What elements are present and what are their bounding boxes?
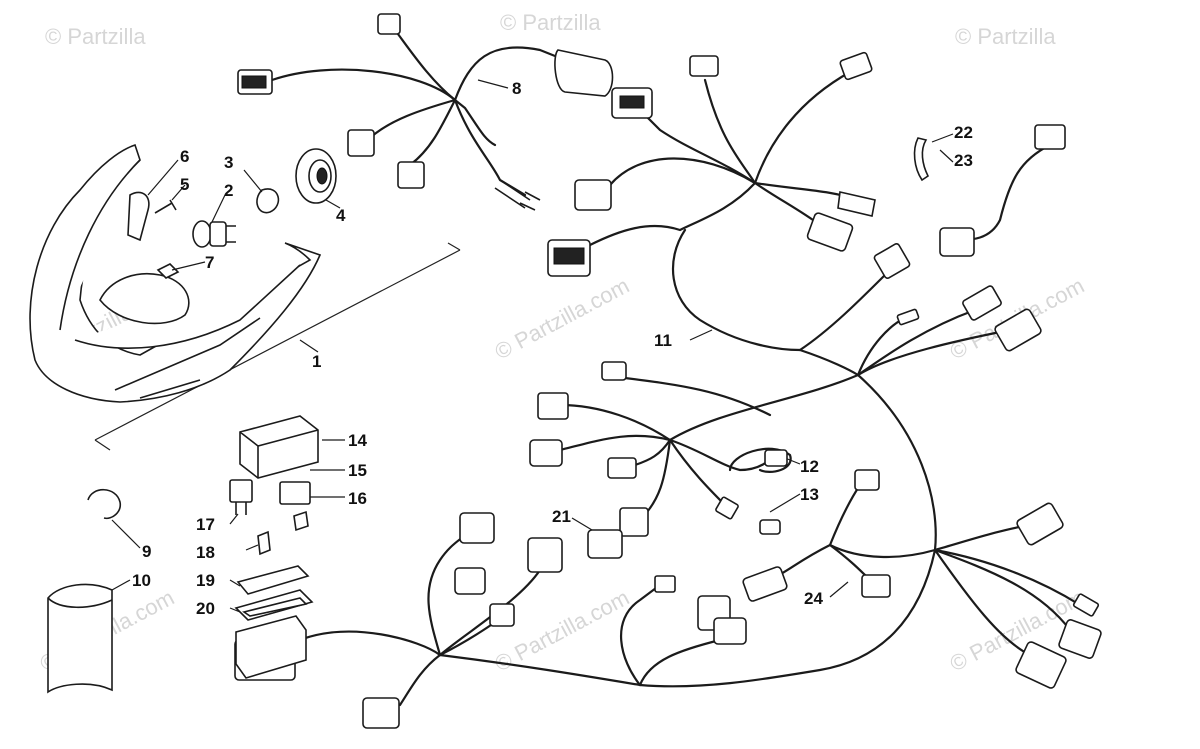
harness-8-connector-e (397, 161, 425, 189)
callout-20: 20 (196, 599, 215, 618)
reflector (99, 273, 190, 325)
micro-relay (279, 481, 311, 505)
callout-22: 22 (954, 123, 973, 142)
main-harness-connectors (234, 51, 1102, 729)
rubber-boot (295, 148, 337, 204)
callout-19: 19 (196, 571, 215, 590)
callout-24: 24 (804, 589, 823, 608)
screw (154, 199, 177, 214)
parts-9-10 (47, 488, 141, 694)
harness-8-connector-c (554, 49, 614, 97)
connector-23-top (1034, 124, 1066, 150)
callout-4: 4 (336, 206, 346, 225)
callout-17: 17 (196, 515, 215, 534)
fuse-block (235, 615, 307, 679)
fuse (257, 530, 271, 556)
harness-8-terminals (494, 179, 541, 211)
callout-14: 14 (348, 431, 367, 450)
callout-5: 5 (180, 175, 189, 194)
callout-1: 1 (312, 352, 321, 371)
sleeve (47, 583, 113, 694)
callout-6: 6 (180, 147, 189, 166)
headlight-leaders (147, 159, 341, 353)
connector-23-bottom (939, 227, 975, 257)
harness-8-connector-d (347, 129, 375, 157)
callout-12: 12 (800, 457, 819, 476)
callout-13: 13 (800, 485, 819, 504)
headlight-bulb (192, 220, 236, 248)
harness-8-connector-b (377, 13, 401, 35)
watermark-5: © Partzilla.com (491, 273, 634, 365)
nut (156, 263, 180, 279)
cable-tie (913, 137, 930, 182)
fuse-label (236, 565, 310, 595)
housing-trim (114, 317, 261, 399)
headlight-assembly (29, 143, 461, 451)
terminal-12 (764, 449, 788, 467)
terminal-13 (759, 519, 781, 535)
callout-9: 9 (142, 542, 151, 561)
callout-10: 10 (132, 571, 151, 590)
callout-23: 23 (954, 151, 973, 170)
bulb-retainer-ring (256, 188, 280, 214)
callout-16: 16 (348, 489, 367, 508)
watermark-1: © Partzilla (45, 24, 146, 49)
callout-2: 2 (224, 181, 233, 200)
callout-15: 15 (348, 461, 367, 480)
assembly-bracket (94, 242, 461, 451)
main-harness (234, 51, 1102, 729)
watermark-3: © Partzilla (955, 24, 1056, 49)
relay (229, 479, 253, 503)
connector-21 (571, 517, 623, 559)
callout-18: 18 (196, 543, 215, 562)
terminal-parts (759, 449, 788, 535)
housing-inner-lines (59, 159, 301, 349)
clamp (87, 488, 122, 520)
callout-7: 7 (205, 253, 214, 272)
callout-8: 8 (512, 79, 521, 98)
fuse-relay-parts (229, 415, 345, 679)
headlight-harness (237, 13, 614, 211)
mini-fuse (293, 510, 309, 532)
watermark-2: © Partzilla (500, 10, 601, 35)
mount-bracket (127, 191, 150, 242)
parts-22-23 (913, 124, 1066, 257)
callout-3: 3 (224, 153, 233, 172)
callout-11: 11 (654, 331, 672, 350)
callout-21: 21 (552, 507, 571, 526)
relay-cover (239, 415, 319, 479)
callout-labels: 1 2 3 4 5 6 7 8 9 10 11 12 13 14 15 16 1… (132, 79, 973, 618)
